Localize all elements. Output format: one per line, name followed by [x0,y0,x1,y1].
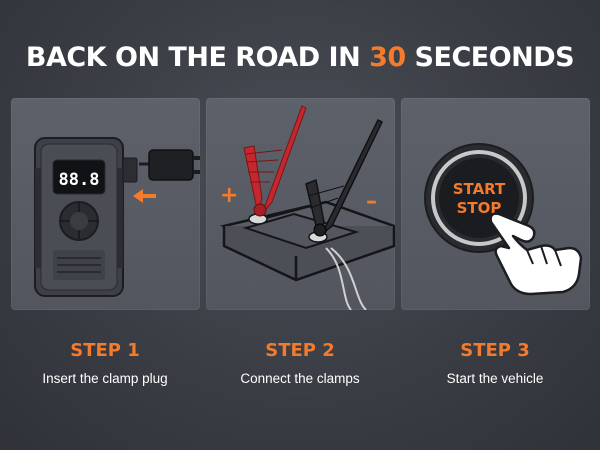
step-2-description: Connect the clamps [240,371,360,386]
step-1-illustration-panel: 88.8 [11,98,200,310]
start-label: START [453,180,506,198]
insert-arrow-icon [133,189,156,203]
stop-label: STOP [457,199,502,217]
headline-highlight: 30 [369,42,406,73]
step-3-description: Start the vehicle [446,371,544,386]
step-3-title: STEP 3 [460,340,530,361]
plus-sign: + [220,183,238,208]
step-2-title: STEP 2 [265,340,335,361]
start-stop-illustration: START STOP [424,143,583,296]
step-1: STEP 1 Insert the clamp plug [5,340,205,386]
step-3-illustration-panel: START STOP [401,98,590,310]
step-2-illustration-panel: + – [206,98,395,310]
headline: BACK ON THE ROAD IN 30 SECEONDS [0,42,600,73]
headline-suffix: SECEONDS [405,42,575,73]
jump-starter-illustration: 88.8 [34,137,200,297]
step-1-title: STEP 1 [70,340,140,361]
pointing-hand-icon [489,212,583,296]
headline-prefix: BACK ON THE ROAD IN [25,42,370,73]
red-clamp-icon [243,105,307,217]
black-clamp-icon [305,118,383,237]
step-1-description: Insert the clamp plug [42,371,168,386]
battery-clamps-illustration: + – [219,105,395,310]
device-display-digits: 88.8 [59,170,100,190]
step-3: STEP 3 Start the vehicle [395,340,595,386]
step-2: STEP 2 Connect the clamps [200,340,400,386]
minus-sign: – [366,189,377,214]
